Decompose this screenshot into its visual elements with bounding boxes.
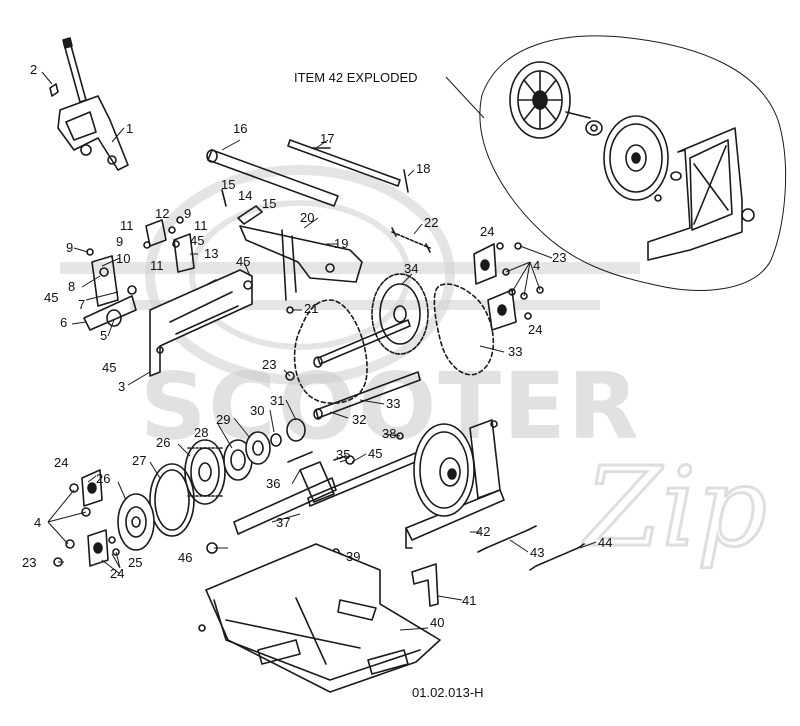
callout-24-b: 24 (528, 322, 542, 337)
part-40-base-pan (198, 543, 441, 693)
callout-15-a: 15 (221, 177, 235, 192)
callout-18: 18 (416, 161, 430, 176)
callout-9-b: 9 (116, 234, 123, 249)
callout-10: 10 (116, 251, 130, 266)
callout-33-b: 33 (386, 396, 400, 411)
part-42-drum-assembly (405, 419, 505, 549)
callout-23-b: 23 (262, 357, 276, 372)
callout-22: 22 (424, 215, 438, 230)
leader-lines (41, 71, 597, 631)
callout-24-a: 24 (480, 224, 494, 239)
callout-29: 29 (216, 412, 230, 427)
callout-19: 19 (334, 236, 348, 251)
callout-45-d: 45 (102, 360, 116, 375)
callout-8: 8 (68, 279, 75, 294)
part-41-bracket (411, 563, 439, 607)
callout-35: 35 (336, 447, 350, 462)
callout-6: 6 (60, 315, 67, 330)
callout-11-a: 11 (120, 218, 134, 233)
callout-45-e: 45 (368, 446, 382, 461)
callout-3: 3 (118, 379, 125, 394)
part-3-side-plate (149, 269, 253, 377)
part-1-lever-assembly (49, 37, 129, 171)
watermark-script: Zip (582, 443, 767, 571)
callout-13: 13 (204, 246, 218, 261)
callout-12: 12 (155, 206, 169, 221)
callout-42: 42 (476, 524, 490, 539)
callout-11-b: 11 (194, 218, 208, 233)
callout-14: 14 (238, 188, 252, 203)
callout-27: 27 (132, 453, 146, 468)
callout-34: 34 (404, 261, 418, 276)
callout-26-b: 26 (96, 471, 110, 486)
exploded-view-42 (445, 35, 787, 291)
part-32-shaft (313, 319, 421, 420)
callout-45-c: 45 (44, 290, 58, 305)
callout-24-c: 24 (54, 455, 68, 470)
callout-23-c: 23 (22, 555, 36, 570)
callout-45-b: 45 (236, 254, 250, 269)
callout-24-d: 24 (110, 566, 124, 581)
callout-37: 37 (276, 515, 290, 530)
pulley-stack (53, 418, 313, 567)
callout-38: 38 (382, 426, 396, 441)
callout-9-a: 9 (184, 206, 191, 221)
watermark-main: SCOOTER (140, 353, 641, 460)
callout-30: 30 (250, 403, 264, 418)
callout-1: 1 (126, 121, 133, 136)
part-34-sprocket (371, 273, 429, 355)
callout-39: 39 (346, 549, 360, 564)
callout-28: 28 (194, 425, 208, 440)
callout-32: 32 (352, 412, 366, 427)
upper-linkage (206, 139, 431, 314)
callout-16: 16 (233, 121, 247, 136)
callouts: 2 1 16 17 18 15 14 15 12 9 11 11 20 22 9… (22, 62, 612, 630)
left-bracket-cluster (83, 189, 263, 331)
callout-44: 44 (598, 535, 612, 550)
callout-2: 2 (30, 62, 37, 77)
callout-4-a: 4 (533, 258, 540, 273)
callout-5: 5 (100, 328, 107, 343)
callout-20: 20 (300, 210, 314, 225)
callout-25: 25 (128, 555, 142, 570)
callout-31: 31 (270, 393, 284, 408)
callout-45-a: 45 (190, 233, 204, 248)
callout-15-b: 15 (262, 196, 276, 211)
callout-41: 41 (462, 593, 476, 608)
callout-40: 40 (430, 615, 444, 630)
callout-43: 43 (530, 545, 544, 560)
callout-17: 17 (320, 131, 334, 146)
callout-26-a: 26 (156, 435, 170, 450)
callout-46: 46 (178, 550, 192, 565)
springs (477, 525, 585, 571)
callout-21: 21 (304, 301, 318, 316)
part-33-chains (293, 283, 495, 404)
callout-4-b: 4 (34, 515, 41, 530)
callout-36: 36 (266, 476, 280, 491)
watermark: SCOOTER Zip (60, 165, 769, 573)
callout-33-a: 33 (508, 344, 522, 359)
right-flange-group (473, 242, 544, 331)
callout-9-c: 9 (66, 240, 73, 255)
callout-23-a: 23 (552, 250, 566, 265)
drawing-number: 01.02.013-H (412, 685, 484, 700)
callout-7: 7 (78, 297, 85, 312)
exploded-view-title: ITEM 42 EXPLODED (294, 70, 418, 85)
callout-11-c: 11 (150, 258, 164, 273)
